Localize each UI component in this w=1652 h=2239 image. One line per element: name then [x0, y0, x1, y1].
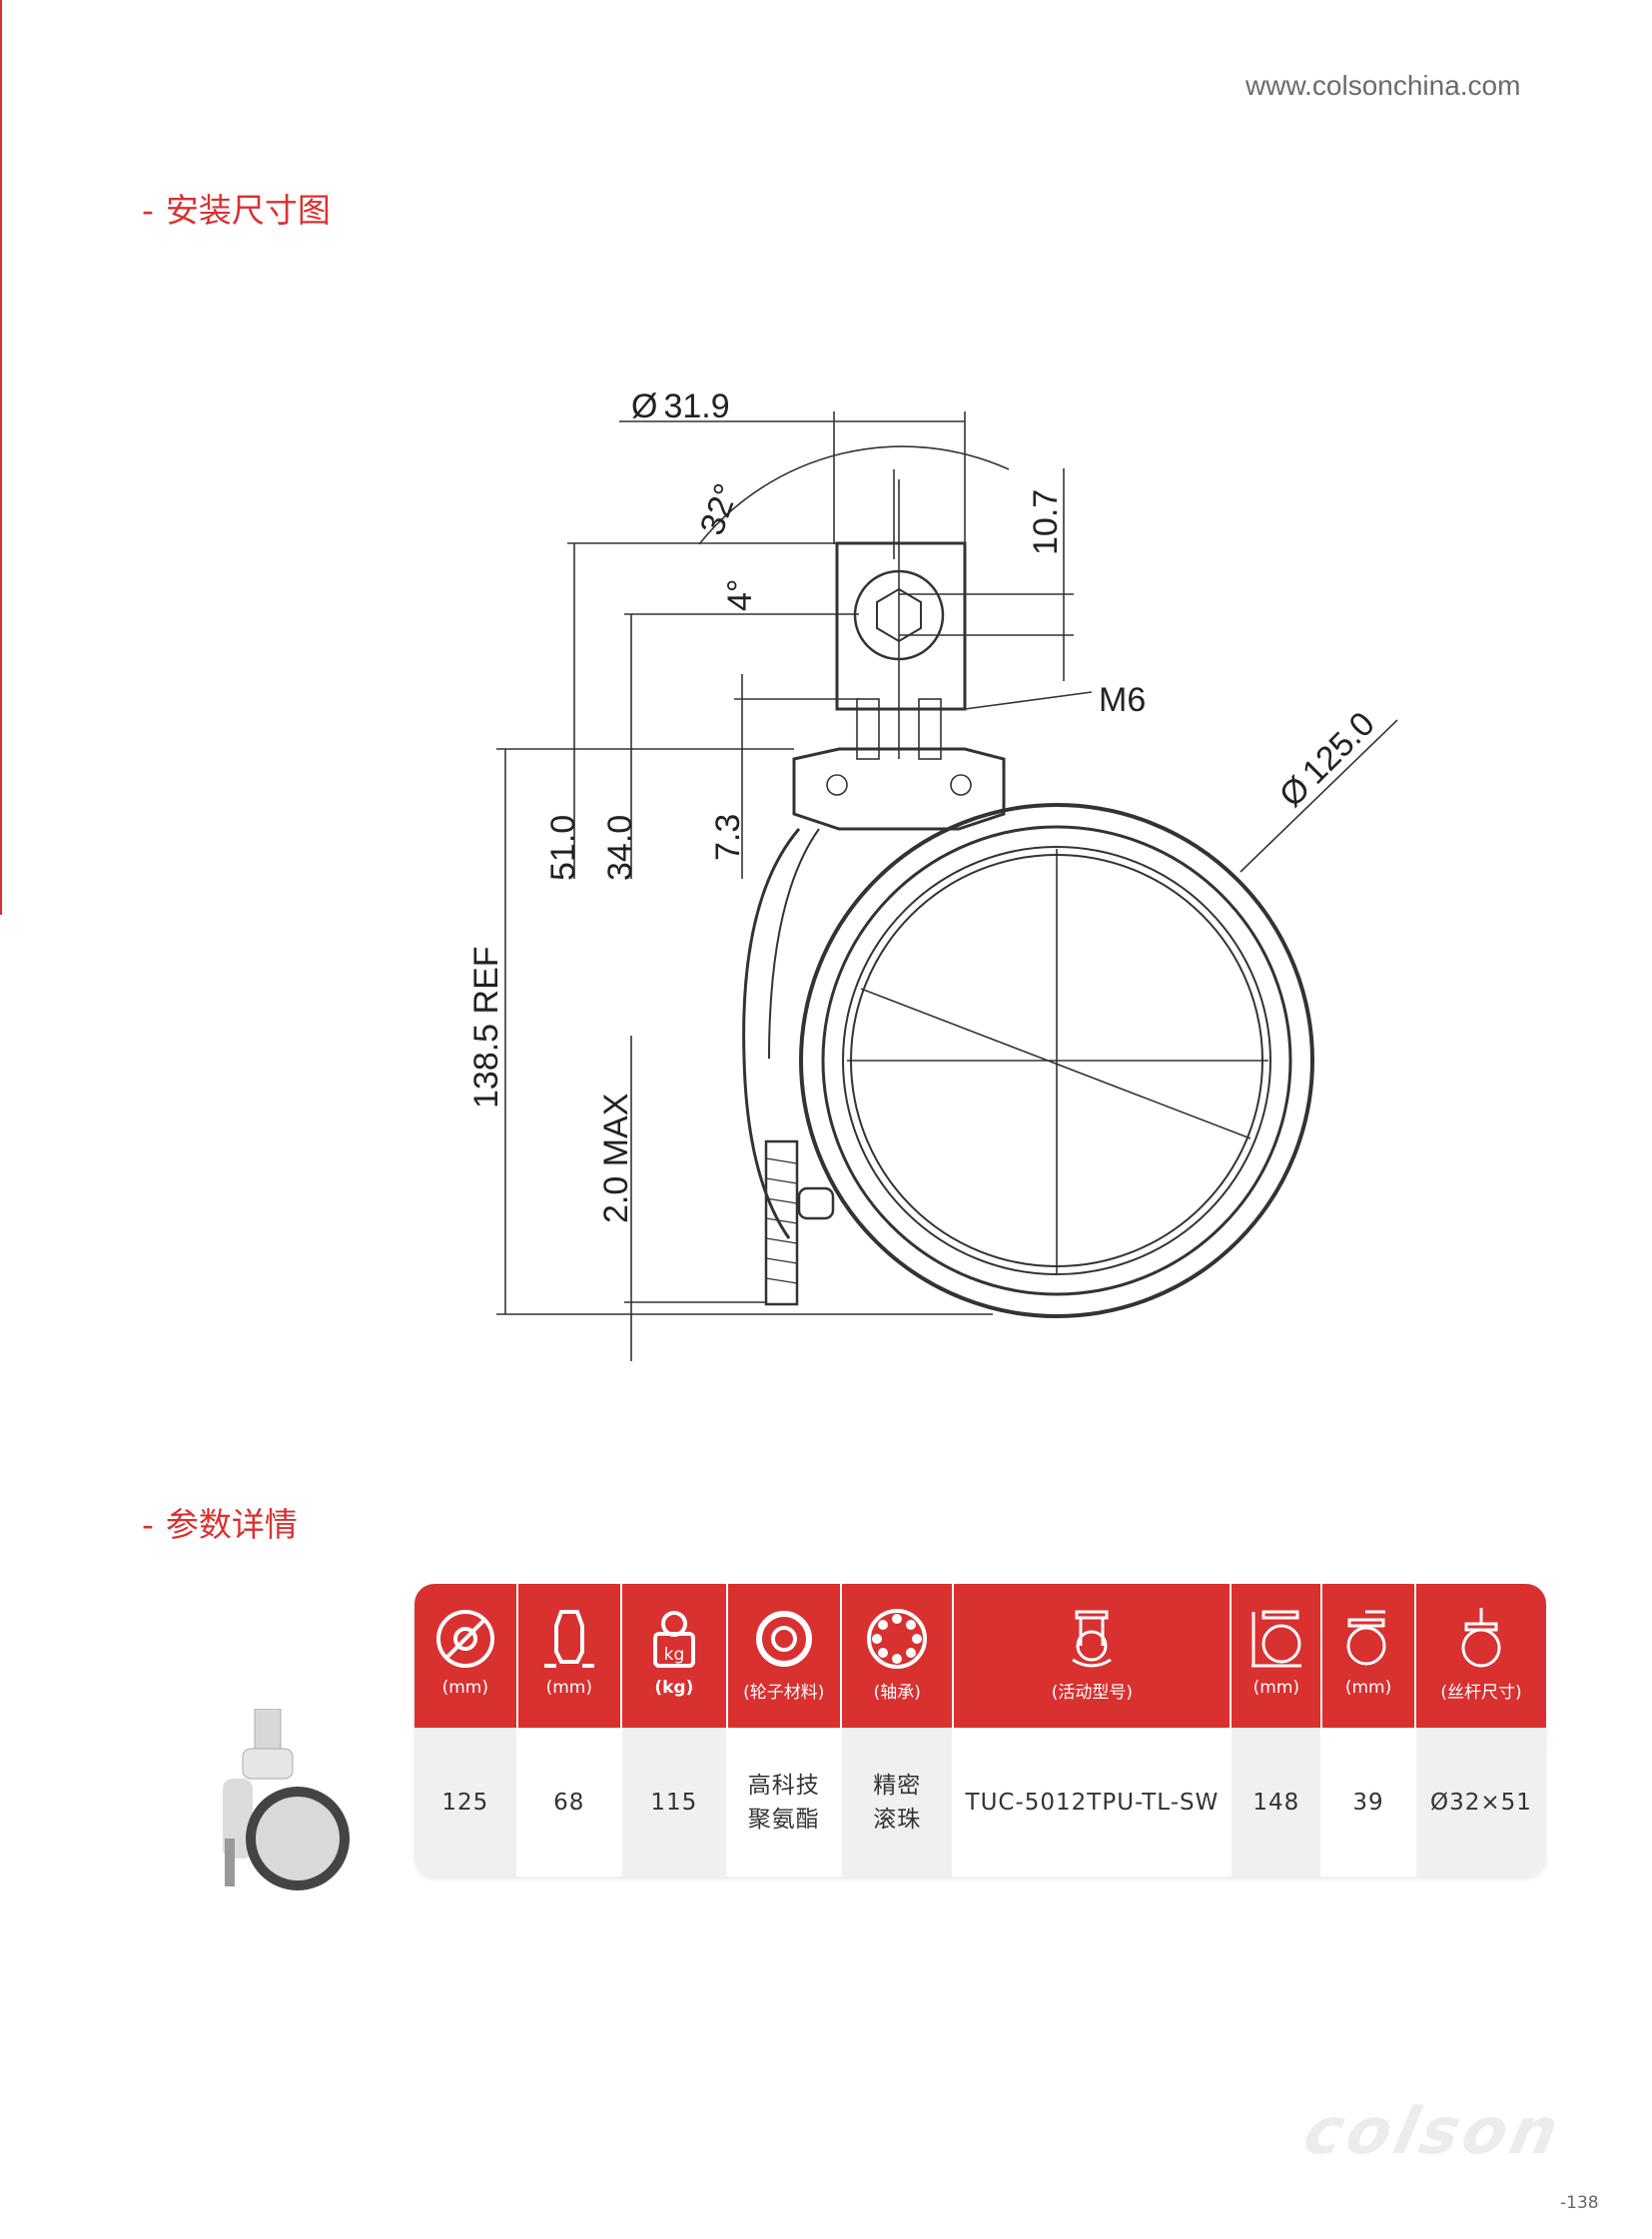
cell-text: Ø32×51 — [1429, 1789, 1532, 1816]
wheel-material-icon — [755, 1611, 812, 1667]
table-cell: Ø32×51 — [1415, 1728, 1546, 1876]
table-header-cell: (丝杆尺寸) — [1415, 1584, 1546, 1728]
dim-angle-4: 4° — [721, 578, 759, 611]
table-column: (mm) 125 — [414, 1584, 518, 1876]
caster-product-photo — [223, 1709, 350, 1890]
cell-text: 125 — [441, 1789, 489, 1816]
table-cell: 39 — [1322, 1728, 1414, 1876]
heading-text: 参数详情 — [165, 1505, 298, 1544]
wheel-diameter-icon — [435, 1610, 494, 1668]
table-cell: 125 — [414, 1728, 516, 1876]
table-column: (活动型号) TUC-5012TPU-TL-SW — [954, 1584, 1233, 1876]
heading-text: 安装尺寸图 — [165, 191, 331, 230]
table-column: (mm) 68 — [517, 1584, 623, 1876]
heading-dash: - — [142, 191, 154, 230]
table-header-cell: kg (kg) — [622, 1584, 726, 1728]
dim-angle-32: 32° — [693, 478, 746, 539]
cell-text: 聚氨酯 — [747, 1806, 820, 1833]
table-cell: 68 — [517, 1728, 621, 1876]
swivel-caster-icon — [1072, 1610, 1113, 1668]
header-unit: (mm) — [441, 1678, 488, 1698]
cell-text: 148 — [1252, 1789, 1300, 1816]
left-accent-line — [0, 0, 2, 915]
dim-height-7-3: 7.3 — [709, 814, 747, 861]
header-unit: (轴承) — [873, 1683, 921, 1703]
page-number: -138 — [1560, 2193, 1599, 2213]
install-dimensions-heading: -安装尺寸图 — [142, 184, 331, 232]
cell-text: 68 — [553, 1789, 585, 1816]
cell-text: 精密 — [873, 1772, 922, 1799]
table-header-cell: (活动型号) — [954, 1584, 1231, 1728]
overall-height-icon — [1250, 1610, 1301, 1668]
table-column: (mm) 39 — [1322, 1584, 1416, 1876]
table-header-cell: (mm) — [414, 1584, 516, 1728]
table-header-cell: (mm) — [1232, 1584, 1321, 1728]
cell-text: TUC-5012TPU-TL-SW — [965, 1789, 1220, 1816]
header-unit: (mm) — [545, 1678, 592, 1698]
header-unit: (kg) — [654, 1678, 694, 1698]
table-header-cell: (mm) — [1322, 1584, 1414, 1728]
table-cell: TUC-5012TPU-TL-SW — [954, 1728, 1231, 1876]
heading-dash: - — [142, 1505, 154, 1544]
bearing-icon — [867, 1609, 928, 1669]
table-header-cell: (mm) — [517, 1584, 621, 1728]
offset-icon — [1346, 1610, 1386, 1666]
cell-text: 高科技 — [747, 1772, 820, 1799]
parameters-table: (mm) 125 (mm) 68 kg (kg) 115 (轮子材料) 高科技聚… — [414, 1584, 1546, 1876]
table-header-cell: (轮子材料) — [727, 1584, 840, 1728]
cell-text: 39 — [1352, 1789, 1384, 1816]
dim-thread-m6: M6 — [1099, 681, 1146, 719]
table-cell: 精密滚珠 — [841, 1728, 953, 1876]
table-column: (轮子材料) 高科技聚氨酯 — [727, 1584, 842, 1876]
header-unit: (丝杆尺寸) — [1440, 1683, 1522, 1703]
dim-height-51: 51.0 — [544, 815, 582, 881]
dim-brake-max: 2.0 MAX — [597, 1094, 635, 1223]
dim-height-10-7: 10.7 — [1027, 489, 1065, 555]
table-cell: 148 — [1232, 1728, 1321, 1876]
angle-arc — [698, 445, 1010, 545]
svg-text:kg: kg — [664, 1645, 685, 1665]
header-unit: (mm) — [1252, 1678, 1300, 1698]
parameters-heading: -参数详情 — [142, 1498, 298, 1546]
table-column: (丝杆尺寸) Ø32×51 — [1415, 1584, 1546, 1876]
cell-text: 115 — [650, 1789, 698, 1816]
dim-height-34: 34.0 — [601, 815, 639, 881]
load-weight-icon: kg — [652, 1611, 695, 1668]
dim-overall-height: 138.5 REF — [467, 946, 505, 1109]
table-column: (轴承) 精密滚珠 — [841, 1584, 955, 1876]
wheel-width-icon — [543, 1610, 594, 1668]
table-column: kg (kg) 115 — [622, 1584, 728, 1876]
table-column: (mm) 148 — [1232, 1584, 1323, 1876]
table-cell: 高科技聚氨酯 — [727, 1728, 840, 1876]
dim-wheel-diameter: Ø125.0 — [1272, 705, 1382, 815]
header-unit: (轮子材料) — [743, 1683, 825, 1703]
cell-text: 滚珠 — [873, 1806, 922, 1833]
header-unit: (mm) — [1344, 1678, 1392, 1698]
table-cell: 115 — [622, 1728, 726, 1876]
header-unit: (活动型号) — [1051, 1683, 1134, 1703]
table-header-cell: (轴承) — [841, 1584, 953, 1728]
colson-logo-watermark: colson — [1297, 2095, 1569, 2169]
website-url: www.colsonchina.com — [1245, 70, 1521, 101]
threaded-stem-icon — [1461, 1608, 1501, 1668]
